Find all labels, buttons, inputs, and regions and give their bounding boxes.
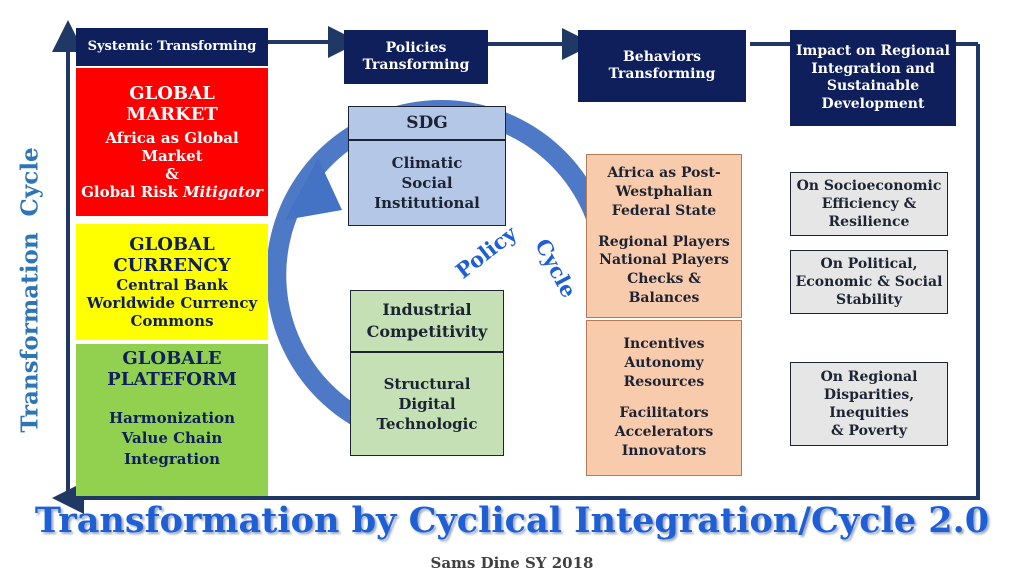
industrial-line: Digital <box>398 394 456 413</box>
industrial-line: Structural <box>383 374 471 393</box>
header-systemic-transforming: Systemic Transforming <box>76 28 268 66</box>
impact-line: On Socioeconomic <box>796 177 942 194</box>
behaviors-actors-box: Africa as Post- Westphalian Federal Stat… <box>586 154 742 318</box>
header-impact-line: Sustainable <box>826 78 920 94</box>
sdg-title: SDG <box>406 113 448 133</box>
global-currency-line: Commons <box>130 312 214 330</box>
global-market-line: Market <box>141 147 203 165</box>
mitigator-text: Mitigator <box>182 183 263 201</box>
global-currency-title: CURRENCY <box>113 255 231 276</box>
impact-line: Resilience <box>828 214 910 231</box>
global-market-last-line: Global Risk Mitigator <box>81 183 263 201</box>
behaviors-line: Regional Players <box>598 233 730 250</box>
behaviors-line: Resources <box>623 374 705 391</box>
behaviors-line: National Players <box>599 252 729 269</box>
global-currency-box: GLOBAL CURRENCY Central Bank Worldwide C… <box>76 224 268 340</box>
global-market-line: & <box>165 165 179 183</box>
industrial-title-box: Industrial Competitivity <box>350 290 504 352</box>
behaviors-line: Checks & <box>627 271 701 288</box>
policy-cycle-arrowhead <box>285 158 342 220</box>
impact-regional-box: On Regional Disparities, Inequities & Po… <box>790 362 948 446</box>
main-title: Transformation by Cyclical Integration/C… <box>34 500 990 541</box>
impact-line: On Regional <box>820 368 918 385</box>
behaviors-levers-box: Incentives Autonomy Resources Facilitato… <box>586 320 742 476</box>
industrial-title: Industrial <box>382 300 472 320</box>
header-behaviors-transforming: Behaviors Transforming <box>578 30 746 102</box>
global-market-box: GLOBAL MARKET Africa as Global Market & … <box>76 68 268 216</box>
header-impact-line: Development <box>821 95 925 112</box>
header-behaviors-line: Transforming <box>608 66 716 82</box>
global-market-line: Africa as Global <box>105 129 239 147</box>
behaviors-line: Autonomy <box>624 355 704 372</box>
header-policies-transforming: Policies Transforming <box>344 30 488 84</box>
behaviors-line: Accelerators <box>614 423 714 440</box>
globale-plateform-box: GLOBALE PLATEFORM Harmonization Value Ch… <box>76 344 268 496</box>
transformation-cycle-label: Transformation Cycle <box>16 147 44 433</box>
header-impact: Impact on Regional Integration and Susta… <box>790 30 956 126</box>
impact-political-box: On Political, Economic & Social Stabilit… <box>790 250 948 314</box>
impact-line: Inequities <box>829 405 909 421</box>
header-behaviors-line: Behaviors <box>622 48 702 65</box>
impact-line: On Political, <box>820 255 918 272</box>
globale-plateform-title: GLOBALE <box>122 348 222 369</box>
sdg-line: Social <box>401 173 453 192</box>
impact-line: Efficiency & <box>821 195 917 212</box>
sdg-line: Climatic <box>391 153 463 172</box>
impact-line: & Poverty <box>830 423 908 440</box>
impact-line: Stability <box>836 292 902 309</box>
behaviors-line: Westphalian <box>615 183 713 200</box>
behaviors-line: Incentives <box>623 336 705 353</box>
behaviors-line: Innovators <box>621 442 707 459</box>
global-market-title: GLOBAL <box>129 83 215 104</box>
global-risk-text: Global Risk <box>81 183 183 201</box>
globale-plateform-line: Value Chain <box>121 429 223 448</box>
industrial-content-box: Structural Digital Technologic <box>350 352 504 456</box>
industrial-line: Technologic <box>376 415 478 434</box>
globale-plateform-line: Integration <box>123 449 221 468</box>
header-policies-line: Transforming <box>362 57 470 73</box>
header-policies-line: Policies <box>385 39 447 56</box>
behaviors-line: Balances <box>628 290 700 307</box>
header-impact-line: Integration and <box>811 60 935 77</box>
globale-plateform-line: Harmonization <box>108 409 236 427</box>
global-market-title: MARKET <box>126 104 218 125</box>
industrial-title: Competitivity <box>366 322 488 341</box>
behaviors-line: Federal State <box>611 202 717 219</box>
global-currency-title: GLOBAL <box>129 234 215 255</box>
globale-plateform-title: PLATEFORM <box>107 369 237 390</box>
sdg-title-box: SDG <box>348 106 506 140</box>
sdg-line: Institutional <box>374 194 480 213</box>
credit-text: Sams Dine SY 2018 <box>430 554 594 572</box>
header-systemic-label: Systemic Transforming <box>87 38 257 54</box>
behaviors-line: Facilitators <box>619 405 709 421</box>
impact-line: Economic & Social <box>795 273 943 290</box>
global-currency-line: Worldwide Currency <box>86 294 258 312</box>
impact-line: Disparities, <box>823 386 915 403</box>
header-impact-line: Impact on Regional <box>795 43 951 59</box>
global-currency-line: Central Bank <box>116 276 228 294</box>
behaviors-line: Africa as Post- <box>607 164 721 181</box>
impact-socioeconomic-box: On Socioeconomic Efficiency & Resilience <box>790 172 948 236</box>
sdg-content-box: Climatic Social Institutional <box>348 140 506 226</box>
